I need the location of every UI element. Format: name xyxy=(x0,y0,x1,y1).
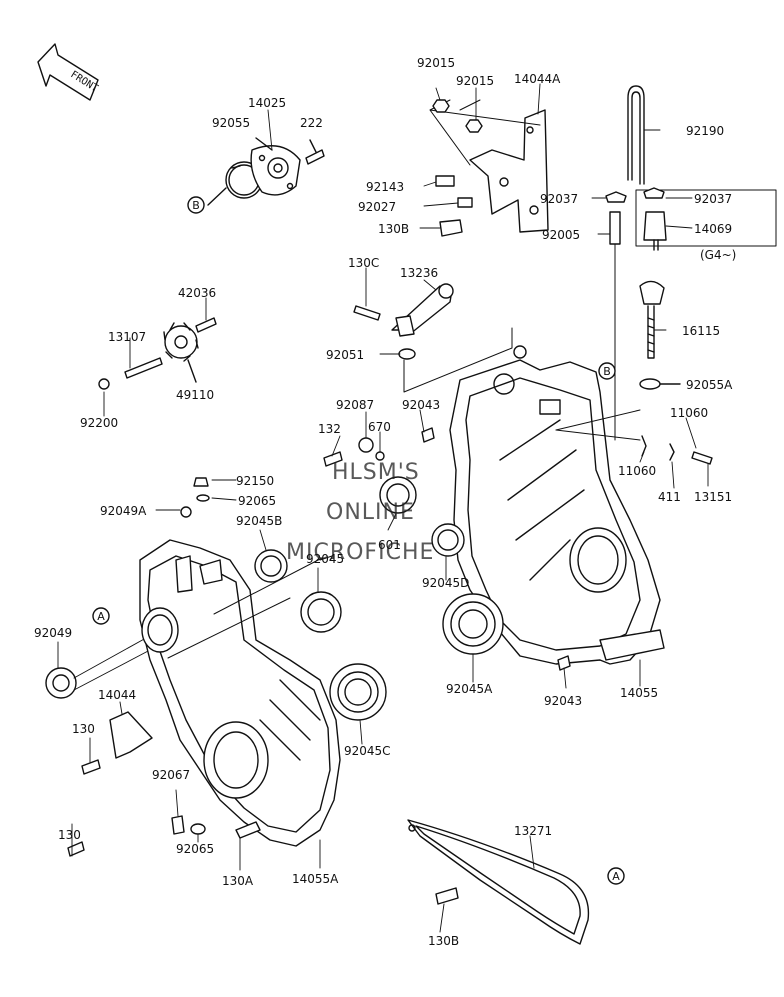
breather-filter-14069 xyxy=(635,187,777,251)
part-label: 13151 xyxy=(694,490,733,504)
part-label: 92015 xyxy=(417,56,456,70)
part-label: 14055A xyxy=(292,872,339,886)
part-label: 411 xyxy=(658,490,681,504)
watermark-line-3: MICROFICHE xyxy=(286,540,435,565)
bracket-14044A xyxy=(469,109,549,233)
oil-pump-cover-14025 xyxy=(225,145,325,199)
part-label: 14055 xyxy=(620,686,659,700)
part-label: 130A xyxy=(222,874,254,888)
part-label: 13107 xyxy=(108,330,147,344)
part-label: 92043 xyxy=(402,398,441,412)
oil-pump-gear-49110 xyxy=(98,317,217,390)
part-label: 670 xyxy=(368,420,391,434)
part-label: 14025 xyxy=(248,96,287,110)
part-label: 42036 xyxy=(178,286,217,300)
watermark-line-1: HLSM'S xyxy=(332,460,420,485)
part-label: 92015 xyxy=(456,74,495,88)
part-label: 92045 xyxy=(306,552,345,566)
part-label: 92200 xyxy=(80,416,119,430)
part-label: 92051 xyxy=(326,348,365,362)
svg-text:B: B xyxy=(603,365,611,378)
svg-text:A: A xyxy=(612,870,620,883)
part-label: 92027 xyxy=(358,200,397,214)
part-label: 92045D xyxy=(422,576,470,590)
part-label: 92150 xyxy=(236,474,275,488)
svg-text:A: A xyxy=(97,610,105,623)
dipstick-16115 xyxy=(639,280,665,359)
part-label: 92045C xyxy=(344,744,391,758)
part-label: 92037 xyxy=(694,192,733,206)
part-label: (G4~) xyxy=(700,248,737,262)
crankcase-right-14055 xyxy=(449,345,665,665)
part-label: 92065 xyxy=(176,842,215,856)
svg-text:B: B xyxy=(192,199,200,212)
breather-hose-92190 xyxy=(627,85,645,185)
part-label: 92005 xyxy=(542,228,581,242)
part-label: 92049 xyxy=(34,626,73,640)
part-label: 92087 xyxy=(336,398,375,412)
bearing-92045B xyxy=(254,549,288,583)
part-label: 11060 xyxy=(618,464,657,478)
part-label: 92045A xyxy=(446,682,493,696)
callout-circle-A: A A xyxy=(92,607,625,885)
part-label: 14069 xyxy=(694,222,733,236)
part-label: 14044A xyxy=(514,72,561,86)
part-label: 92055 xyxy=(212,116,251,130)
lever-13236 xyxy=(391,283,454,337)
part-label: 92043 xyxy=(544,694,583,708)
front-arrow-icon: FRONT xyxy=(37,43,100,101)
gasket-13271 xyxy=(407,819,590,945)
leader-lines xyxy=(57,83,709,933)
part-label: 130 xyxy=(72,722,95,736)
callout-circle-B: B B xyxy=(187,196,616,380)
watermark-line-2: ONLINE xyxy=(326,500,415,525)
oil-seal-92049 xyxy=(45,667,77,699)
part-label: 16115 xyxy=(682,324,721,338)
part-label: 92037 xyxy=(540,192,579,206)
part-label: 130 xyxy=(58,828,81,842)
part-label: 132 xyxy=(318,422,341,436)
part-label: 130B xyxy=(428,934,460,948)
bearing-92045D xyxy=(431,523,465,557)
part-label: 92065 xyxy=(238,494,277,508)
bearing-92045A xyxy=(442,593,504,655)
crankcase-left-14055A xyxy=(139,539,341,847)
part-label: 92067 xyxy=(152,768,191,782)
bearing-601 xyxy=(379,476,417,514)
bearing-92045 xyxy=(300,591,342,633)
part-label: 601 xyxy=(378,538,401,552)
part-label: 13236 xyxy=(400,266,439,280)
part-label: 92049A xyxy=(100,504,147,518)
part-label: 13271 xyxy=(514,824,553,838)
part-label: 92045B xyxy=(236,514,283,528)
part-label: 92055A xyxy=(686,378,733,392)
part-label: 14044 xyxy=(98,688,137,702)
part-label: 130B xyxy=(378,222,410,236)
part-label: 130C xyxy=(348,256,380,270)
part-label: 92143 xyxy=(366,180,405,194)
part-label: 92190 xyxy=(686,124,725,138)
part-label: 11060 xyxy=(670,406,709,420)
bearing-92045C xyxy=(329,663,387,721)
part-label: 222 xyxy=(300,116,323,130)
part-label: 49110 xyxy=(176,388,215,402)
